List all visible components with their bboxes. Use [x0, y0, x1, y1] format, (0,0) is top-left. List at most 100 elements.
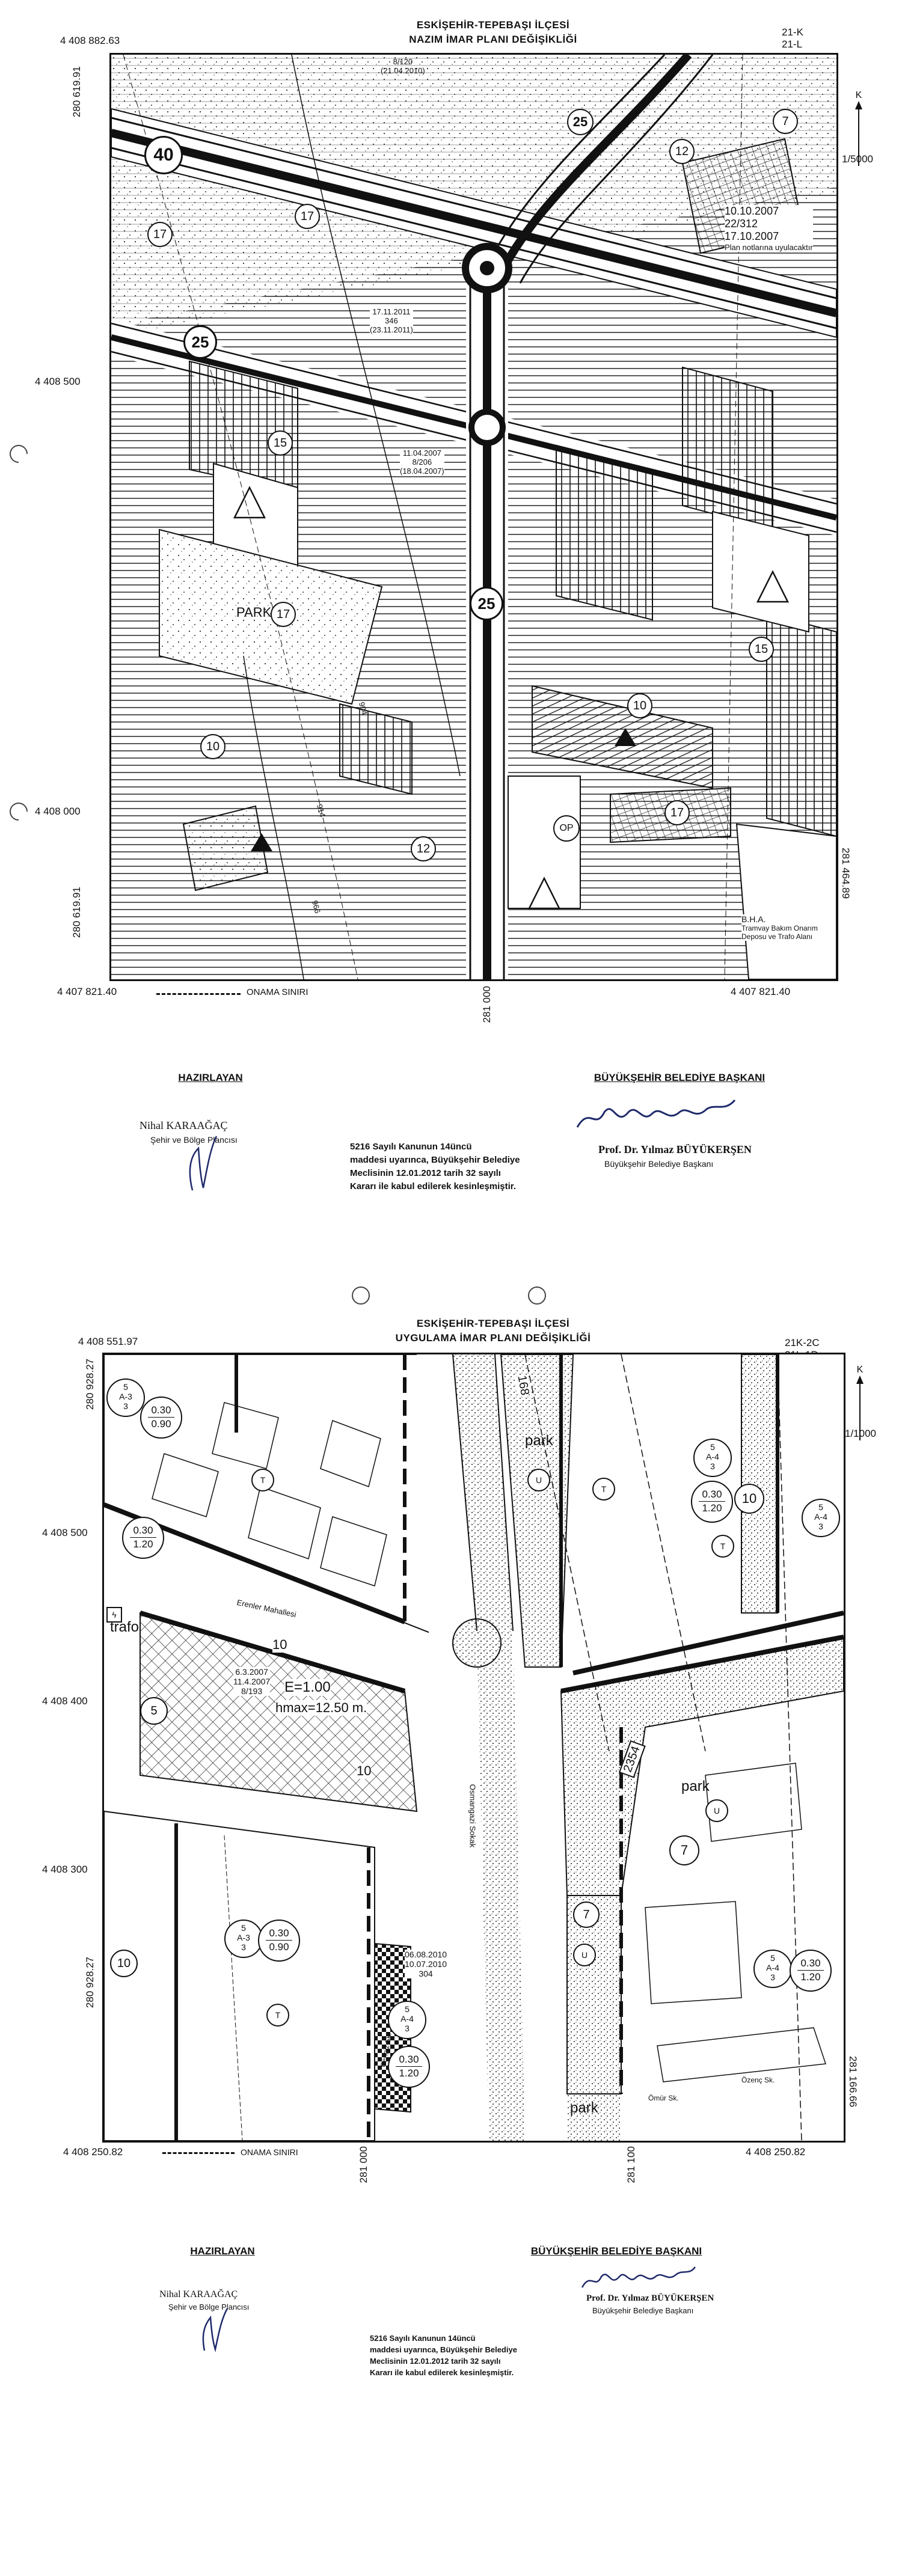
density-circle-15a: 15 — [268, 430, 293, 456]
sheet1-sheet-ref-1: 21-K — [782, 26, 803, 38]
far-circle-right-top: 0.30 1.20 — [691, 1481, 733, 1523]
density-circle-17b: 17 — [295, 204, 320, 229]
hmax-value: hmax=12.50 m. — [275, 1700, 367, 1716]
note-date-1a: 8/120 — [393, 57, 413, 66]
north-arrow-icon — [856, 1375, 864, 1440]
u-icon-2: U — [705, 1799, 728, 1822]
sheet2-date-d: 06.08.2010 — [405, 1950, 447, 1959]
zone-circle-7-b: 7 — [573, 1901, 600, 1928]
sheet2-map-drawing — [104, 1354, 844, 2141]
far-a34-b: 1.20 — [399, 2067, 419, 2079]
note-date-1: 8/120 (21.04.2010) — [381, 57, 425, 75]
sheet2-date-e: 10.07.2010 — [405, 1959, 447, 1969]
far-circle-left: 0.30 1.20 — [122, 1517, 164, 1559]
far-rl-b: 1.20 — [800, 1971, 821, 1983]
sheet2-preparer-name: Nihal KARAAĞAÇ — [159, 2289, 238, 2299]
bha-a: B.H.A. — [741, 914, 766, 924]
sheet2-boundary-legend-line — [162, 2152, 235, 2154]
sheet1-coord-bottom-right: 4 407 821.40 — [731, 986, 791, 997]
zone-num-5: 5 — [123, 1382, 128, 1392]
sheet2-plan-title: UYGULAMA İMAR PLANI DEĞİŞİKLİĞİ — [395, 1332, 591, 1344]
sheet1-sheet-ref-2: 21-L — [782, 38, 803, 50]
note-date-2: 17.11.2011 346 (23.11.2011) — [370, 307, 413, 334]
sheet2-coord-left-top: 280 928.27 — [84, 1359, 96, 1410]
sheet2-north-label: K — [856, 1365, 864, 1375]
trafo-symbol: ϟ — [106, 1607, 122, 1623]
far-a34-a: 0.30 — [396, 2053, 422, 2067]
street-ozenc: Özenç Sk. — [741, 2076, 775, 2084]
street-osmangazi: Osmangazi Sokak — [468, 1784, 477, 1848]
sheet2-approval-1: 5216 Sayılı Kanunun 14üncü — [370, 2334, 476, 2343]
far-left-b: 1.20 — [133, 1538, 153, 1550]
zone-circle-7: 7 — [669, 1835, 699, 1865]
sheet2-prepared-by: HAZIRLAYAN — [190, 2245, 255, 2257]
note-date-3c: (18.04.2007) — [400, 467, 444, 476]
far-circle-a34: 0.30 1.20 — [388, 2046, 430, 2088]
t-icon-2: T — [266, 2004, 289, 2027]
sheet1-coord-bottom-left: 4 407 821.40 — [57, 986, 117, 997]
sheet2-mayor-head: BÜYÜKŞEHİR BELEDİYE BAŞKANI — [530, 2245, 702, 2257]
density-circle-12b: 12 — [411, 836, 436, 861]
density-circle-15b: 15 — [749, 637, 774, 662]
sheet1-approval-3: Meclisinin 12.01.2012 tarih 32 sayılı — [350, 1168, 501, 1178]
lightning-icon: ϟ — [106, 1607, 122, 1623]
note-date-1b: (21.04.2010) — [381, 66, 425, 75]
sheet2-approval-3: Meclisinin 12.01.2012 tarih 32 sayılı — [370, 2357, 501, 2366]
zone-circle-10-right: 10 — [734, 1484, 764, 1514]
zone-low-5: 5 — [241, 1923, 246, 1933]
road-25-label-a: 25 — [183, 325, 217, 359]
u-icon-3: U — [573, 1944, 596, 1966]
far-rt-a: 0.30 — [699, 1488, 725, 1502]
sheet2-coord-bottom-center2: 281 100 — [625, 2146, 637, 2183]
far-rt-b: 1.20 — [702, 1502, 722, 1514]
sheet2-legend-label: ONAMA SINIRI — [241, 2147, 298, 2157]
zone-a34-5: 5 — [405, 2004, 410, 2014]
t-icon-3: T — [592, 1478, 615, 1501]
density-circle-17c: 17 — [271, 602, 296, 627]
sheet1-district-title: ESKİŞEHİR-TEPEBAŞI İLÇESİ — [416, 19, 570, 31]
sheet1-mayor-title: Büyükşehir Belediye Başkanı — [604, 1159, 714, 1169]
far-low-b: 0.90 — [269, 1941, 289, 1953]
note-date-4: 10.10.2007 22/312 17.10.2007 Plan notlar… — [725, 205, 813, 252]
note-date-3a: 11.04.2007 — [402, 448, 441, 457]
t-icon-1: T — [251, 1469, 274, 1491]
e-value: E=1.00 — [284, 1679, 331, 1696]
park-label-top: park — [525, 1433, 553, 1449]
sheet2-date-c: 8/193 — [241, 1686, 263, 1696]
trafo-label: trafo — [110, 1619, 140, 1635]
sheet1-mayor-head: BÜYÜKŞEHİR BELEDİYE BAŞKANI — [594, 1072, 765, 1083]
zone-edge-5: 5 — [818, 1502, 823, 1512]
note-date-3b: 8/206 — [412, 457, 432, 467]
sheet2-sheet-ref-1: 21K-2C — [785, 1337, 820, 1348]
sheet1-preparer-name: Nihal KARAAĞAÇ — [140, 1119, 228, 1131]
sheet2-coord-left-500: 4 408 500 — [42, 1527, 88, 1538]
sheet1-scale: 1/5000 — [842, 153, 873, 165]
sheet1-coord-left-bottom: 280 619.91 — [71, 887, 82, 938]
far-left-a: 0.30 — [130, 1524, 156, 1538]
sheet1-north-arrow: K — [853, 90, 865, 170]
park-label-right: park — [681, 1778, 710, 1794]
sheet2-mayor-title: Büyükşehir Belediye Başkanı — [592, 2306, 694, 2315]
zone-top-a34-5: 5 — [710, 1442, 715, 1452]
density-circle-17d: 17 — [664, 800, 690, 825]
sheet1-coord-left-top: 280 619.91 — [71, 66, 82, 118]
zone-circle-a33-low: 5 A-3 3 — [224, 1920, 263, 1958]
sheet2-date-a: 6.3.2007 — [235, 1667, 268, 1677]
binder-hole-1 — [5, 441, 32, 467]
sheet1-mayor-signature — [576, 1099, 736, 1128]
sheet1-plan-title: NAZIM İMAR PLANI DEĞİŞİKLİĞİ — [409, 34, 577, 45]
sheet1-prepared-by: HAZIRLAYAN — [178, 1072, 243, 1083]
sheet2-mayor-name: Prof. Dr. Yılmaz BÜYÜKERŞEN — [586, 2293, 714, 2303]
zone-a33: A-3 — [119, 1392, 132, 1401]
sheet1-preparer-signature — [189, 1136, 218, 1191]
sheet2-coord-bottom-right: 4 408 250.82 — [746, 2146, 806, 2158]
sheet2-date-f: 304 — [419, 1969, 433, 1978]
sheet2-approval-2: maddesi uyarınca, Büyükşehir Belediye — [370, 2345, 517, 2354]
sheet2-date-b: 11.4.2007 — [233, 1677, 271, 1686]
sheet2-preparer-title: Şehir ve Bölge Plancısı — [168, 2302, 250, 2311]
note-date-2a: 17.11.2011 — [372, 307, 411, 316]
sheet1-coord-right-bottom: 281 464.89 — [840, 848, 851, 899]
binder-hole-4 — [528, 1286, 546, 1305]
far-rl-a: 0.30 — [797, 1957, 824, 1971]
bha-c: Deposu ve Trafo Alanı — [741, 932, 813, 941]
